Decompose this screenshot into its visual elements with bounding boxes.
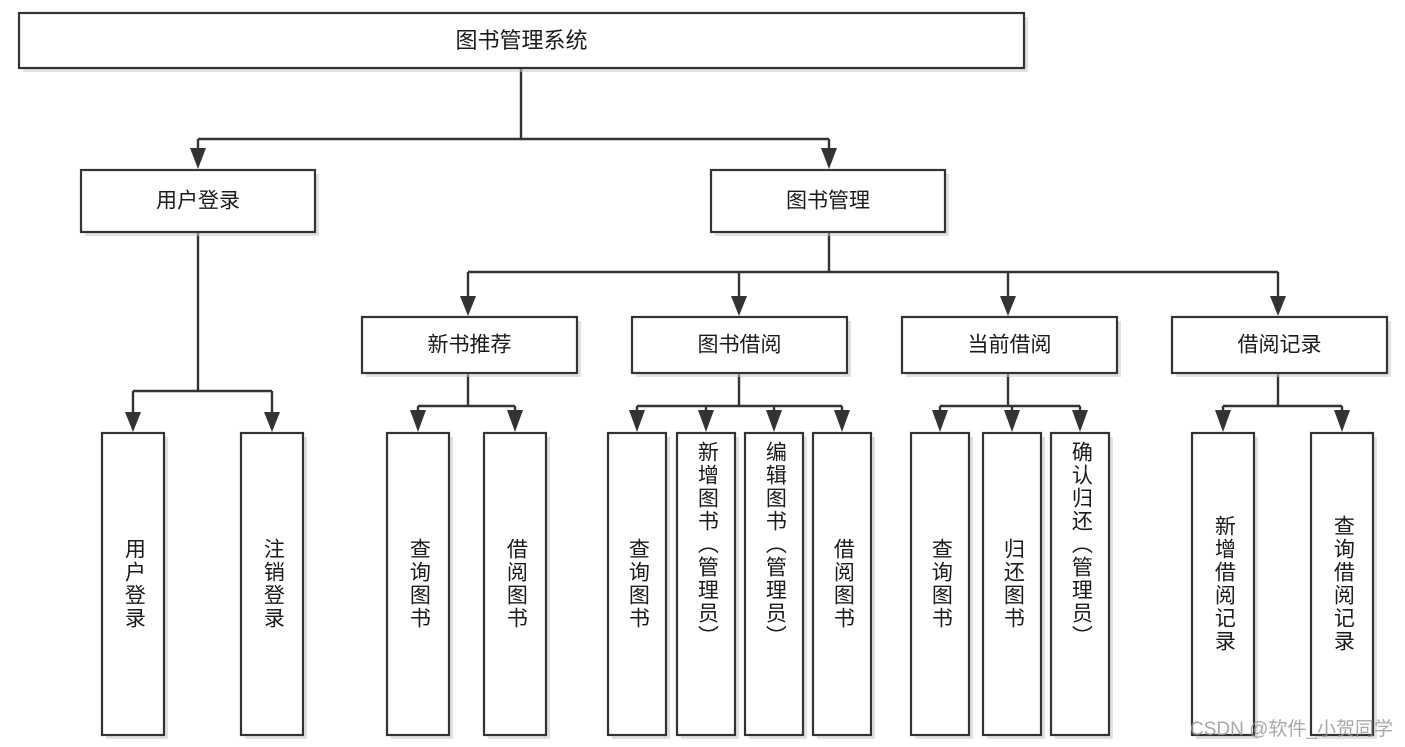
arrowhead-leaf-rec-query	[410, 410, 426, 432]
node-book-manage-label: 图书管理	[786, 190, 870, 213]
node-user-login[interactable]	[79, 168, 317, 234]
node-leaf-borrow-lend[interactable]	[811, 431, 873, 737]
arrowhead-leaf-rec-query2	[1334, 410, 1350, 432]
node-current-borrow[interactable]	[900, 315, 1119, 375]
node-leaf-rec-query[interactable]	[385, 431, 451, 737]
node-borrow-record-label: 借阅记录	[1238, 334, 1322, 357]
node-leaf-user-login[interactable]	[100, 431, 166, 737]
connector-group-new-book-rec	[410, 373, 523, 432]
arrowhead-book-borrow	[731, 296, 747, 316]
arrowhead-new-book-rec	[460, 296, 476, 316]
node-current-borrow-label: 当前借阅	[968, 334, 1052, 357]
connector-group-root	[190, 68, 837, 169]
arrowhead-borrow-record	[1270, 296, 1286, 316]
node-new-book-rec-label: 新书推荐	[428, 334, 512, 357]
connector-group-current-borrow	[932, 373, 1088, 432]
arrowhead-leaf-borrow-query	[629, 410, 645, 432]
arrowhead-leaf-cur-query	[932, 410, 948, 432]
arrowhead-user-login	[190, 148, 206, 169]
node-leaf-user-logout[interactable]	[239, 431, 305, 737]
node-leaf-borrow-add[interactable]	[675, 431, 737, 737]
node-leaf-borrow-query[interactable]	[606, 431, 668, 737]
arrowhead-leaf-cur-confirm	[1072, 410, 1088, 432]
connector-group-borrow-record	[1215, 373, 1350, 432]
node-book-borrow[interactable]	[630, 315, 849, 375]
node-leaf-cur-confirm[interactable]	[1049, 431, 1111, 737]
node-leaf-rec-query2[interactable]	[1309, 431, 1375, 737]
node-leaf-cur-return[interactable]	[981, 431, 1043, 737]
node-user-login-label: 用户登录	[156, 190, 240, 213]
arrowhead-book-manage	[821, 148, 837, 169]
arrowhead-leaf-borrow-add	[698, 410, 714, 432]
connector-group-book-borrow	[629, 373, 850, 432]
node-leaf-borrow-edit[interactable]	[743, 431, 805, 737]
node-root[interactable]	[17, 11, 1026, 70]
arrowhead-leaf-borrow-edit	[766, 410, 782, 432]
connector-group-book-manage	[460, 232, 1286, 316]
node-borrow-record[interactable]	[1170, 315, 1389, 375]
connector-group-user-login	[125, 232, 280, 432]
node-root-label: 图书管理系统	[455, 28, 587, 53]
arrowhead-leaf-cur-return	[1004, 410, 1020, 432]
arrowhead-leaf-borrow-lend	[834, 410, 850, 432]
arrowhead-leaf-user-login	[125, 412, 141, 432]
arrowhead-leaf-user-logout	[264, 412, 280, 432]
node-book-manage[interactable]	[709, 168, 947, 234]
node-new-book-rec[interactable]	[360, 315, 579, 375]
node-book-borrow-label: 图书借阅	[698, 334, 782, 357]
arrowhead-current-borrow	[1000, 296, 1016, 316]
node-leaf-cur-query[interactable]	[909, 431, 971, 737]
arrowhead-leaf-rec-add	[1215, 410, 1231, 432]
arrowhead-leaf-rec-borrow	[507, 410, 523, 432]
node-leaf-rec-borrow[interactable]	[482, 431, 548, 737]
node-leaf-rec-add[interactable]	[1190, 431, 1256, 737]
